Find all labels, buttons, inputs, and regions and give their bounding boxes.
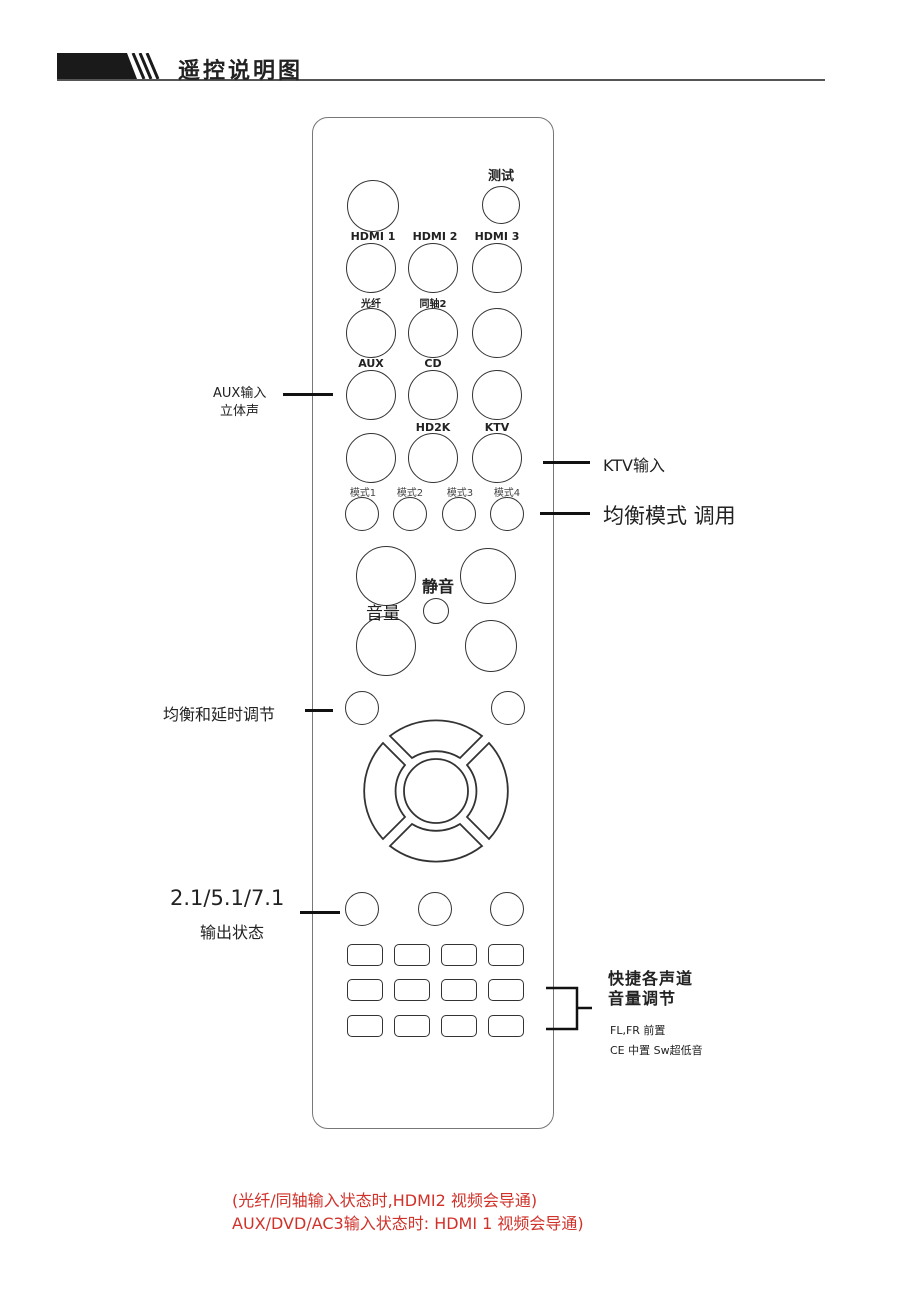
channel-up-button[interactable]: [460, 548, 516, 604]
hd2k-label: HD2K: [415, 421, 451, 434]
hdmi1-button[interactable]: [346, 243, 396, 293]
mute-button[interactable]: [423, 598, 449, 624]
dvd-button[interactable]: [472, 370, 522, 420]
footer-note-1: (光纤/同轴输入状态时,HDMI2 视频会导通): [232, 1191, 538, 1210]
coax2-label: 同轴2: [419, 299, 447, 310]
channel-detail-2: CE 中置 Sw超低音: [610, 1044, 703, 1057]
eq-delay-note: 均衡和延时调节: [163, 705, 276, 724]
hdmi2-button[interactable]: [408, 243, 458, 293]
header-stripes: [117, 53, 160, 80]
channel-button-r1-c1[interactable]: [347, 944, 383, 966]
ac3-button[interactable]: [346, 433, 396, 483]
dpad: [363, 719, 509, 863]
mode2-button[interactable]: [393, 497, 427, 531]
mode4-label: 模式4: [493, 488, 521, 499]
dpad-right-button[interactable]: [465, 741, 509, 841]
channel-note-line2: 音量调节: [608, 989, 677, 1008]
mode1-label: 模式1: [349, 488, 377, 499]
menu-button[interactable]: [491, 691, 525, 725]
channel-button-r2-c3[interactable]: [441, 979, 477, 1001]
volume-label: 音量: [366, 604, 400, 624]
dpad-left-button[interactable]: [363, 741, 407, 841]
mode1-button[interactable]: [345, 497, 379, 531]
hdmi2-label: HDMI 2: [412, 230, 458, 243]
coax2-button[interactable]: [408, 308, 458, 358]
ktv-label: KTV: [484, 421, 510, 434]
channel-detail-1: FL,FR 前置: [610, 1024, 666, 1037]
dpad-up-button[interactable]: [388, 719, 484, 760]
aux-pointer: [283, 393, 333, 396]
cd-label: CD: [424, 357, 442, 370]
ktv-pointer: [543, 461, 590, 464]
aux-note-line2: 立体声: [220, 404, 260, 419]
hd2k-button[interactable]: [408, 433, 458, 483]
test-button[interactable]: [482, 186, 520, 224]
mode4-button[interactable]: [490, 497, 524, 531]
channel-bracket: [546, 986, 592, 1031]
channel-button-r1-c3[interactable]: [441, 944, 477, 966]
dpad-down-button[interactable]: [388, 822, 484, 863]
footer-note-2: AUX/DVD/AC3输入状态时: HDMI 1 视频会导通): [232, 1214, 584, 1233]
mode3-button[interactable]: [442, 497, 476, 531]
cd-button[interactable]: [408, 370, 458, 420]
channel-button-r3-c1[interactable]: [347, 1015, 383, 1037]
header-rule: [57, 79, 825, 81]
eq-delay-button[interactable]: [345, 691, 379, 725]
output-note-line1: 2.1/5.1/7.1: [170, 886, 285, 910]
channel-note-line1: 快捷各声道: [608, 969, 694, 988]
aux-button[interactable]: [346, 370, 396, 420]
optical-button[interactable]: [346, 308, 396, 358]
ktv-note: KTV输入: [603, 456, 665, 475]
hdmi1-label: HDMI 1: [350, 230, 396, 243]
eq-mode-pointer: [540, 512, 590, 515]
page-title: 遥控说明图: [178, 59, 304, 84]
aux-note-line1: AUX输入: [213, 386, 267, 401]
function-button-2[interactable]: [418, 892, 452, 926]
test-label: 测试: [487, 169, 515, 184]
coax-button[interactable]: [472, 308, 522, 358]
power-button[interactable]: [347, 180, 399, 232]
channel-button-r2-c1[interactable]: [347, 979, 383, 1001]
volume-up-button[interactable]: [356, 546, 416, 606]
output-mode-button[interactable]: [345, 892, 379, 926]
ktv-button[interactable]: [472, 433, 522, 483]
remote-body: [312, 117, 554, 1129]
channel-button-r3-c3[interactable]: [441, 1015, 477, 1037]
channel-button-r2-c4[interactable]: [488, 979, 524, 1001]
channel-button-r2-c2[interactable]: [394, 979, 430, 1001]
eq-mode-note: 均衡模式 调用: [603, 504, 736, 528]
hdmi3-button[interactable]: [472, 243, 522, 293]
channel-down-button[interactable]: [465, 620, 517, 672]
eq-delay-pointer: [305, 709, 333, 712]
hdmi3-label: HDMI 3: [474, 230, 520, 243]
mute-label: 静音: [421, 577, 455, 596]
header-bar: [57, 53, 117, 79]
mode2-label: 模式2: [396, 488, 424, 499]
aux-label: AUX: [358, 357, 384, 370]
channel-button-r3-c4[interactable]: [488, 1015, 524, 1037]
channel-button-r1-c2[interactable]: [394, 944, 430, 966]
channel-button-r3-c2[interactable]: [394, 1015, 430, 1037]
volume-down-button[interactable]: [356, 616, 416, 676]
channel-button-r1-c4[interactable]: [488, 944, 524, 966]
output-pointer: [300, 911, 340, 914]
output-note-line2: 输出状态: [200, 923, 265, 942]
function-button-3[interactable]: [490, 892, 524, 926]
optical-label: 光纤: [361, 299, 381, 310]
mode3-label: 模式3: [446, 488, 474, 499]
dpad-ok-button[interactable]: [403, 758, 469, 824]
